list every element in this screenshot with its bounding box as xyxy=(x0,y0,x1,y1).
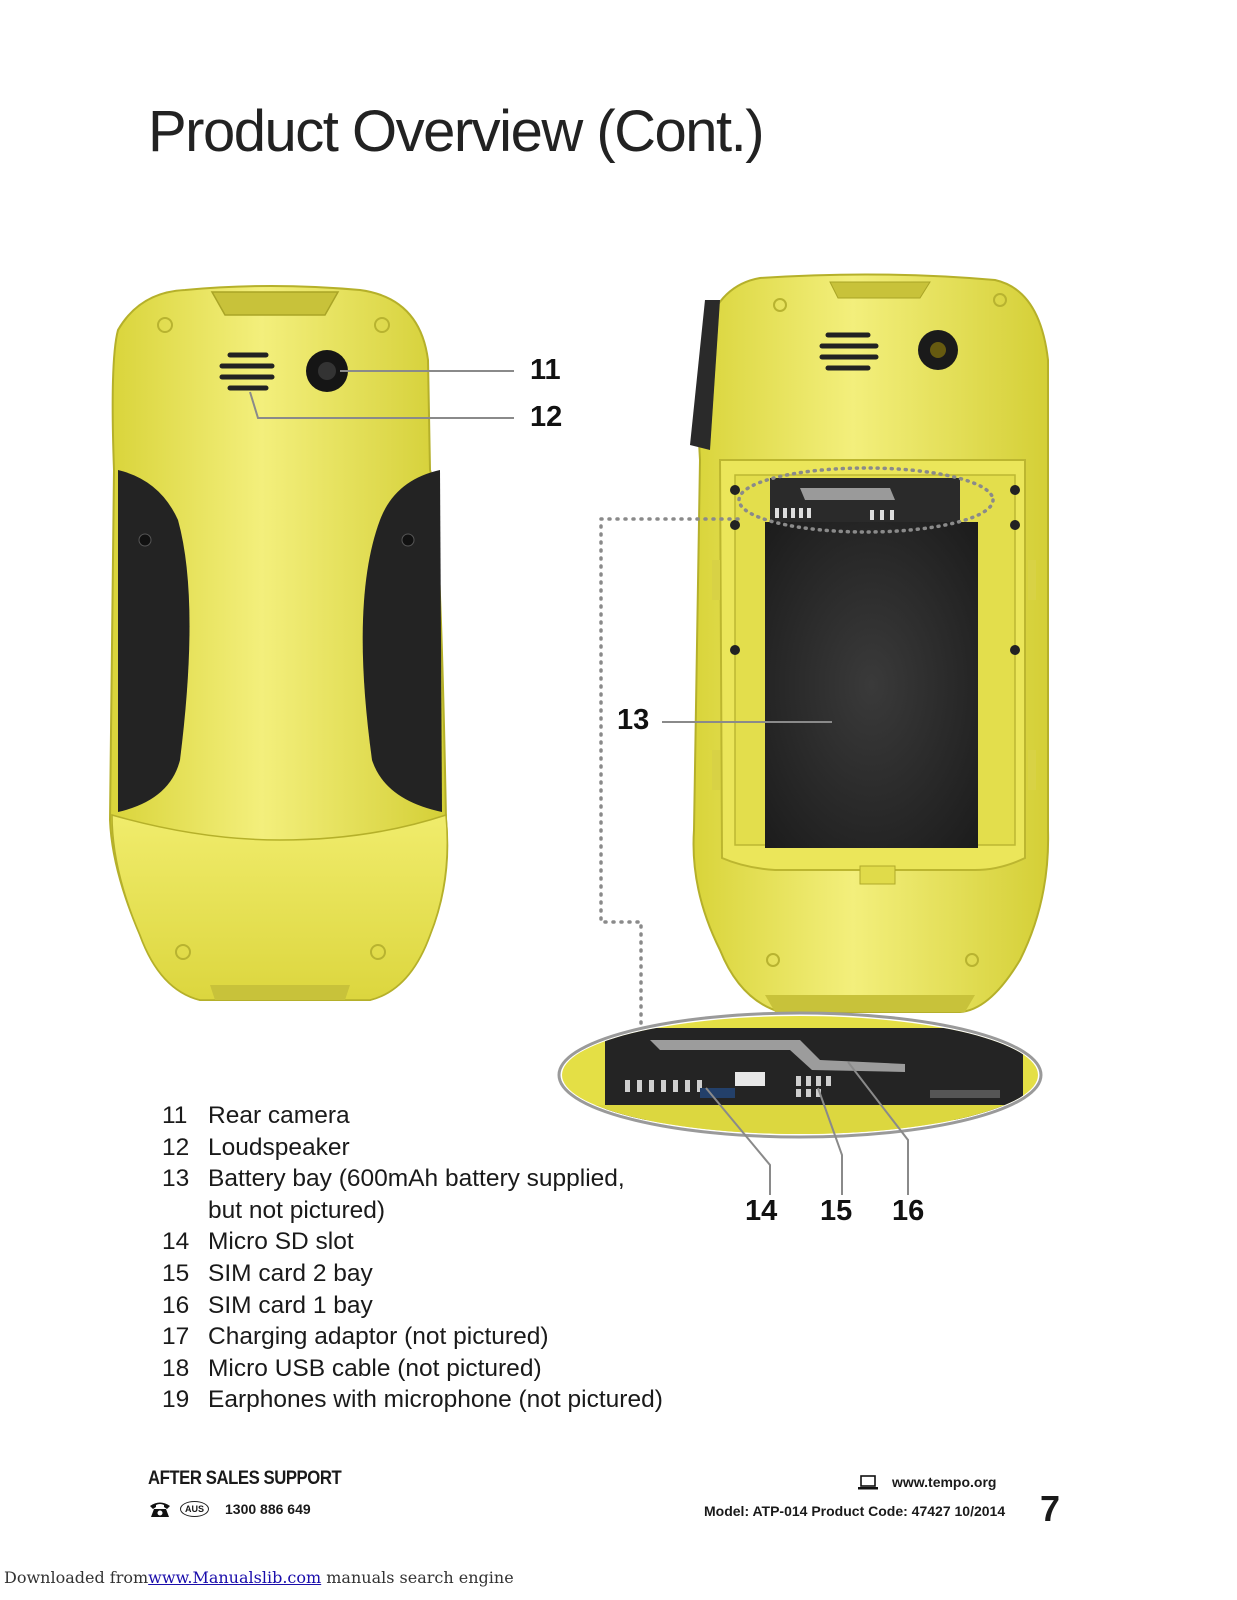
laptop-icon xyxy=(858,1474,878,1489)
legend-item: 13 Battery bay (600mAh battery supplied, … xyxy=(162,1163,663,1226)
download-prefix: Downloaded from xyxy=(4,1568,149,1587)
legend-item: 18 Micro USB cable (not pictured) xyxy=(162,1353,663,1385)
download-suffix: manuals search engine xyxy=(321,1568,514,1587)
legend-label: Charging adaptor (not pictured) xyxy=(208,1323,549,1351)
legend-number: 16 xyxy=(162,1291,190,1319)
legend-number: 13 xyxy=(162,1165,190,1193)
callout-12: 12 xyxy=(530,401,563,433)
callout-13: 13 xyxy=(617,704,650,736)
page-number: 7 xyxy=(1040,1488,1061,1529)
legend-number: 18 xyxy=(162,1354,190,1382)
phone-back-view xyxy=(108,285,449,1001)
slot-detail-zoom xyxy=(557,1011,1043,1139)
legend-number: 12 xyxy=(162,1133,190,1161)
legend-number: 15 xyxy=(162,1259,190,1287)
legend-label: Micro USB cable (not pictured) xyxy=(208,1354,542,1382)
parts-legend: 11 Rear camera 12 Loudspeaker 13 Battery ba… xyxy=(162,1100,663,1416)
legend-label: SIM card 1 bay xyxy=(208,1291,373,1319)
legend-item: 15 SIM card 2 bay xyxy=(162,1258,663,1290)
battery-bay xyxy=(765,522,978,848)
phone-open-view xyxy=(690,273,1050,1013)
legend-label: Battery bay (600mAh battery supplied, bu… xyxy=(208,1165,625,1224)
support-phone-number[interactable]: 1300 886 649 xyxy=(225,1501,311,1517)
legend-label: Micro SD slot xyxy=(208,1228,354,1256)
callout-14: 14 xyxy=(745,1195,778,1227)
legend-label: Loudspeaker xyxy=(208,1133,350,1161)
legend-item: 14 Micro SD slot xyxy=(162,1226,663,1258)
leader-lines xyxy=(249,370,909,1195)
page-title: Product Overview (Cont.) xyxy=(148,99,765,164)
manualslib-link[interactable]: www.Manualslib.com xyxy=(148,1568,322,1587)
website-row: www.tempo.org xyxy=(858,1474,996,1490)
aus-badge: AUS xyxy=(180,1501,210,1517)
legend-item: 16 SIM card 1 bay xyxy=(162,1290,663,1322)
legend-item: 17 Charging adaptor (not pictured) xyxy=(162,1321,663,1353)
loudspeaker-grille xyxy=(219,352,275,391)
legend-number: 19 xyxy=(162,1386,190,1414)
download-notice: Downloaded fromwww.Manualslib.com manual… xyxy=(4,1568,514,1587)
legend-label: Earphones with microphone (not pictured) xyxy=(208,1386,663,1414)
legend-label: Rear camera xyxy=(208,1102,350,1129)
callout-15: 15 xyxy=(820,1195,853,1227)
callout-16: 16 xyxy=(892,1195,925,1227)
legend-number: 17 xyxy=(162,1323,190,1351)
legend-number: 11 xyxy=(162,1102,188,1129)
after-sales-heading: AFTER SALES SUPPORT xyxy=(148,1468,342,1489)
legend-item: 12 Loudspeaker xyxy=(162,1132,663,1164)
legend-item: 19 Earphones with microphone (not picture… xyxy=(162,1384,663,1416)
legend-label: SIM card 2 bay xyxy=(208,1259,373,1287)
support-phone-row: AUS 1300 886 649 xyxy=(148,1500,311,1518)
legend-number: 14 xyxy=(162,1228,190,1256)
legend-item: 11 Rear camera xyxy=(162,1100,663,1132)
website-link[interactable]: www.tempo.org xyxy=(892,1474,997,1490)
callout-11: 11 xyxy=(530,354,561,386)
phone-icon xyxy=(150,1502,170,1517)
model-product-code: Model: ATP-014 Product Code: 47427 10/20… xyxy=(704,1503,1006,1519)
